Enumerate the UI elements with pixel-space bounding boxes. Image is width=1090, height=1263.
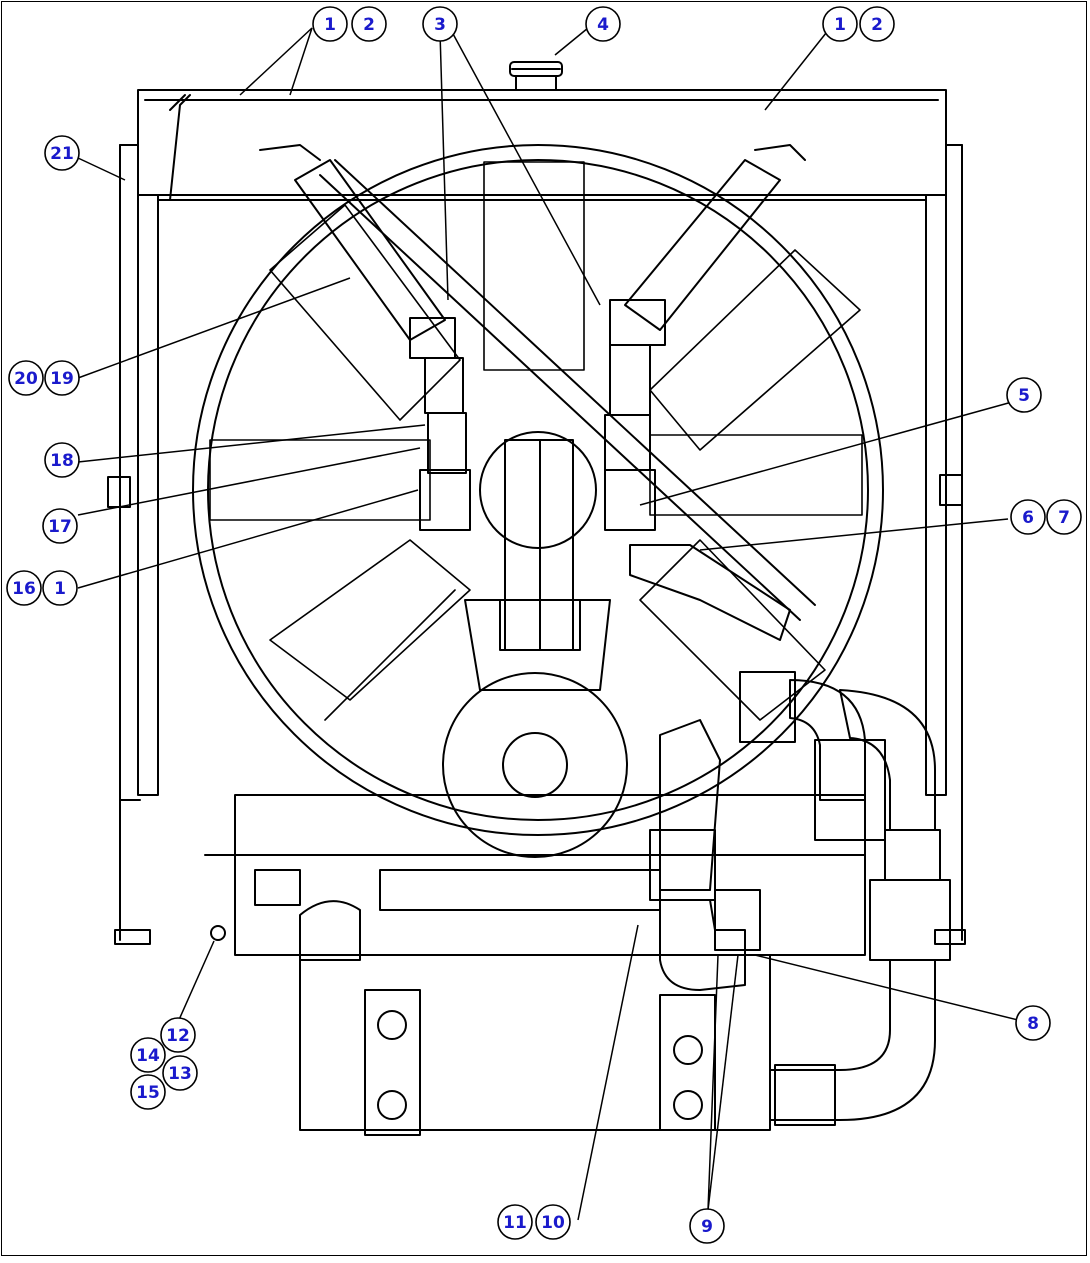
left-upper-hose [169,94,471,531]
callout-c12: 12 [160,1017,196,1053]
callout-c16: 16 [6,570,42,606]
right-lower-piping [629,544,951,1126]
callout-label: 20 [14,369,38,389]
callout-label: 19 [50,369,74,389]
callout-label: 1 [54,579,66,599]
callout-circle [44,360,80,396]
callout-circle [585,6,621,42]
leader-lines [77,27,1019,1221]
callout-circle [312,6,348,42]
callout-circle [8,360,44,396]
callout-label: 7 [1058,508,1070,528]
callout-c20: 20 [8,360,44,396]
callout-circle [1006,377,1042,413]
callout-label: 12 [166,1026,190,1046]
callout-circle [1010,499,1046,535]
callout-circle [162,1055,198,1091]
callout-circle [160,1017,196,1053]
callout-c14: 14 [130,1037,166,1073]
bottom-tank [204,794,866,1136]
callout-label: 13 [168,1064,192,1084]
fan-blades [209,161,863,721]
callout-c9: 9 [689,1208,725,1244]
callout-circle [44,442,80,478]
callout-c5: 5 [1006,377,1042,413]
callout-circle [44,135,80,171]
callout-label: 21 [50,144,74,164]
callout-label: 3 [434,15,446,35]
callout-circle [859,6,895,42]
fan-shroud-ring [192,144,884,836]
callout-circle [130,1074,166,1110]
callout-c1: 1 [312,6,348,42]
center-lower-elbow [649,719,761,991]
callout-circle [422,6,458,42]
callout-c13: 13 [162,1055,198,1091]
callout-circle [351,6,387,42]
callout-circle [130,1037,166,1073]
fan-hub [464,431,611,691]
callout-circle [822,6,858,42]
callout-circle [42,508,78,544]
diagonal-tube [319,159,816,621]
callout-c4: 4 [585,6,621,42]
callout-circle [1015,1005,1051,1041]
fan-pulley [442,672,628,858]
callout-c7: 7 [1046,499,1082,535]
callout-label: 15 [136,1083,160,1103]
callout-circle [42,570,78,606]
callout-c3: 3 [422,6,458,42]
callout-label: 6 [1022,508,1034,528]
callout-label: 16 [12,579,36,599]
callout-label: 1 [324,15,336,35]
callout-c17: 17 [42,508,78,544]
callout-label: 2 [363,15,375,35]
callout-c2b: 2 [859,6,895,42]
callout-label: 18 [50,451,74,471]
callout-label: 8 [1027,1014,1039,1034]
callout-c11: 11 [497,1204,533,1240]
callout-circle [6,570,42,606]
callout-c6: 6 [1010,499,1046,535]
callout-c10: 10 [535,1204,571,1240]
filler-cap [509,61,563,91]
callout-c21: 21 [44,135,80,171]
callout-label: 5 [1018,386,1030,406]
callout-circle [689,1208,725,1244]
callout-label: 1 [834,15,846,35]
callout-label: 17 [48,517,72,537]
radiator-core [107,194,966,945]
callout-label: 14 [136,1046,160,1066]
callout-circle [1046,499,1082,535]
callout-c8: 8 [1015,1005,1051,1041]
right-upper-hose [604,144,806,531]
callout-circle [497,1204,533,1240]
callout-label: 9 [701,1217,713,1237]
callout-c1b: 1 [822,6,858,42]
callout-c18: 18 [44,442,80,478]
callout-c15: 15 [130,1074,166,1110]
callout-label: 10 [541,1213,565,1233]
callout-c1c: 1 [42,570,78,606]
callout-circle [535,1204,571,1240]
drain-plug [210,925,226,941]
callout-c19: 19 [44,360,80,396]
callout-c2: 2 [351,6,387,42]
callout-label: 11 [503,1213,527,1233]
callout-label: 2 [871,15,883,35]
callout-label: 4 [597,15,609,35]
